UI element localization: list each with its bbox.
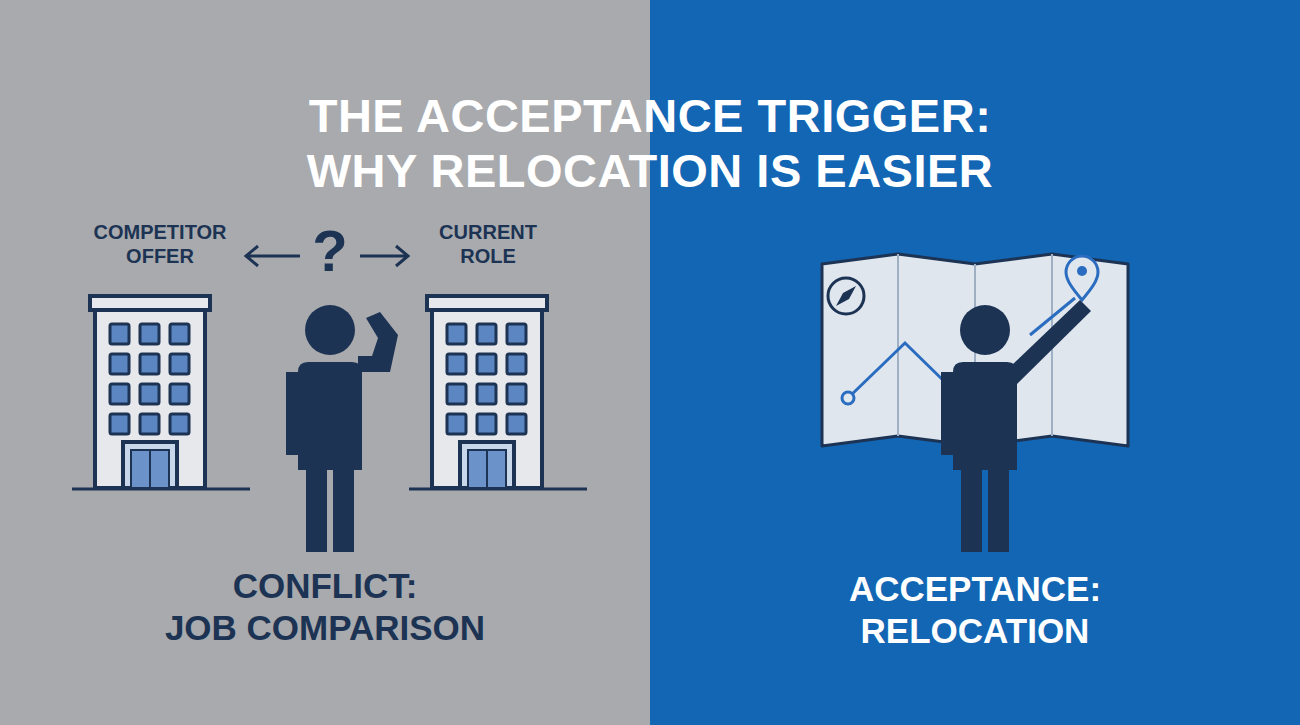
person-icon <box>941 300 1091 552</box>
diagram-title: THE ACCEPTANCE TRIGGER: WHY RELOCATION I… <box>0 88 1300 199</box>
panel-caption: ACCEPTANCE: RELOCATION <box>650 568 1300 652</box>
building-label: CURRENT ROLE <box>413 220 563 268</box>
building-icon <box>409 296 587 489</box>
panel-caption: CONFLICT: JOB COMPARISON <box>0 565 650 649</box>
building-label-box: COMPETITOR OFFER <box>85 220 235 270</box>
building-icon <box>72 296 250 489</box>
text-line: JOB COMPARISON <box>0 607 650 649</box>
question-mark: ? <box>300 222 360 280</box>
text-line: WHY RELOCATION IS EASIER <box>0 143 1300 198</box>
building-label-box: CURRENT ROLE <box>413 220 563 270</box>
building-label: COMPETITOR OFFER <box>85 220 235 268</box>
text-line: ACCEPTANCE: <box>650 568 1300 610</box>
text-line: THE ACCEPTANCE TRIGGER: <box>0 88 1300 143</box>
text-line: RELOCATION <box>650 610 1300 652</box>
text-line: CONFLICT: <box>0 565 650 607</box>
person-icon <box>286 305 398 552</box>
